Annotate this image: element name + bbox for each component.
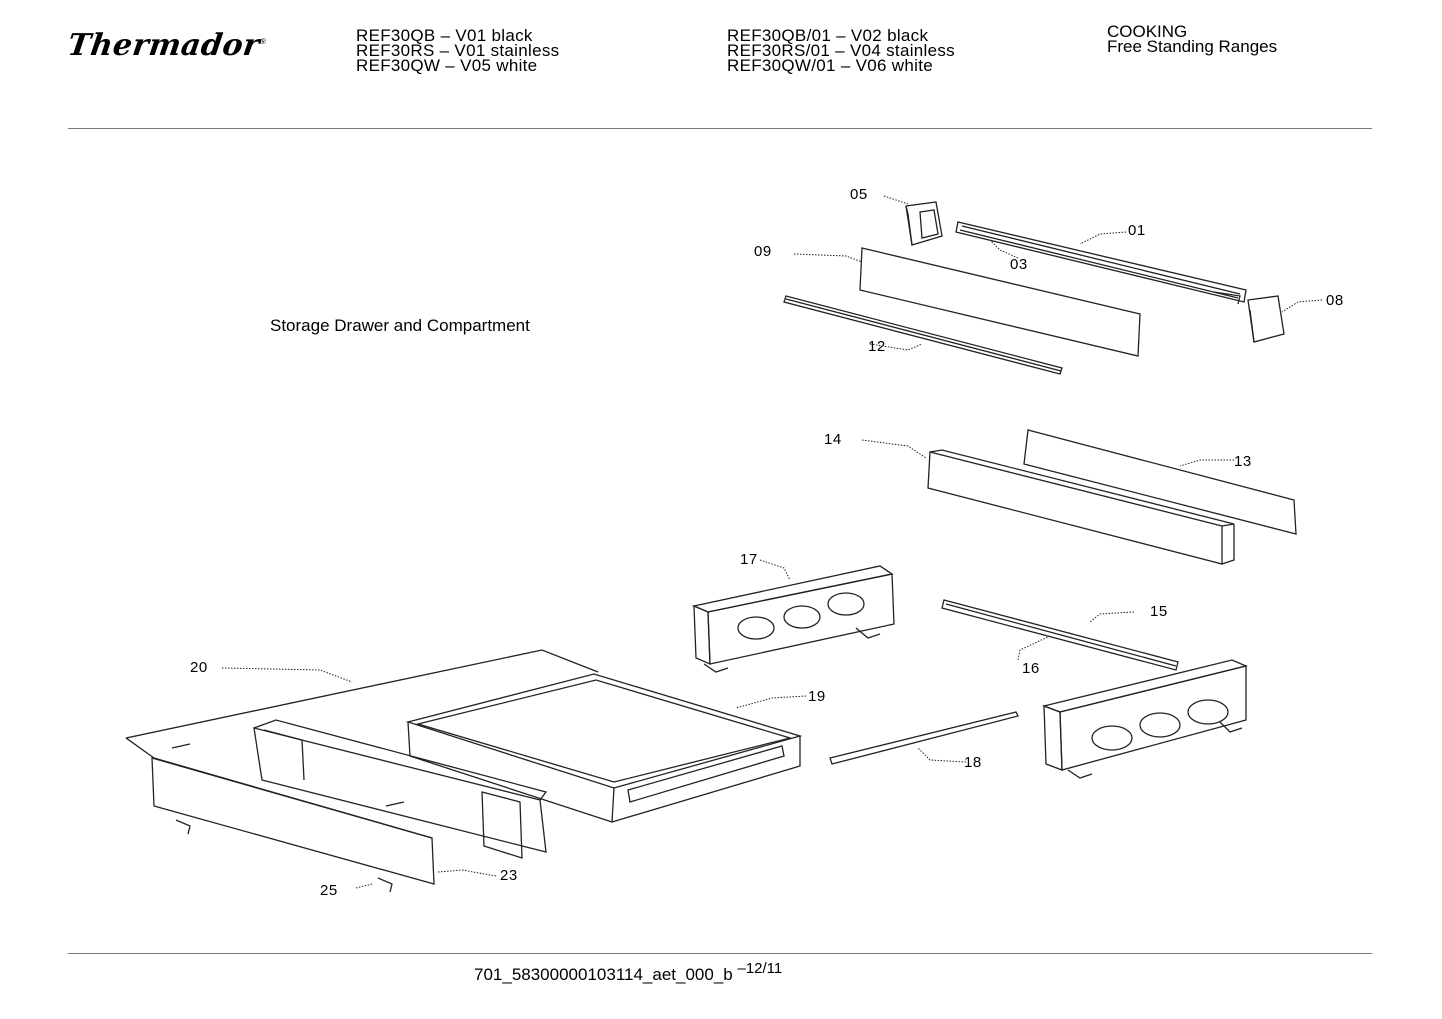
part-09-panel: [859, 247, 1141, 357]
model-line: REF30RS/01 – V04 stainless: [727, 41, 955, 60]
leader-lines: [221, 195, 1323, 889]
part-19-drawer: [405, 673, 803, 823]
part-17-side-frame: [691, 565, 895, 673]
callout-08: 08: [1326, 292, 1344, 309]
callout-01: 01: [1128, 222, 1146, 239]
category-label: COOKING Free Standing Ranges: [1107, 22, 1278, 56]
callout-15: 15: [1150, 603, 1168, 620]
part-05-bracket: [905, 201, 943, 246]
part-20-base-panel: [125, 649, 599, 839]
part-18-strip: [829, 711, 1019, 765]
part-13-bar: [1023, 429, 1297, 535]
callout-14: 14: [824, 431, 842, 448]
header-divider: [68, 128, 1372, 129]
part-12-strip: [783, 295, 1063, 375]
callout-09: 09: [754, 243, 772, 260]
callout-17: 17: [740, 551, 758, 568]
part-14-bar: [927, 449, 1235, 565]
model-line: REF30QB – V01 black: [356, 26, 533, 45]
diagram-title: Storage Drawer and Compartment: [270, 316, 530, 335]
callout-20: 20: [190, 659, 208, 676]
callout-18: 18: [964, 754, 982, 771]
callout-12: 12: [868, 338, 886, 355]
callout-13: 13: [1234, 453, 1252, 470]
revision-date: –12/11: [737, 960, 783, 977]
part-08-bracket: [1247, 295, 1285, 343]
category-line: Free Standing Ranges: [1107, 37, 1278, 56]
document-number: 701_58300000103114_aet_000_b: [474, 965, 733, 984]
callout-19: 19: [808, 688, 826, 705]
callout-16: 16: [1022, 660, 1040, 677]
part-25-feet: [175, 819, 393, 893]
right-side-frame: [1041, 659, 1249, 779]
model-list-right: REF30QB/01 – V02 black REF30RS/01 – V04 …: [727, 26, 955, 75]
model-line: REF30QB/01 – V02 black: [727, 26, 929, 45]
part-23-kick-panel: [151, 743, 435, 885]
model-line: REF30RS – V01 stainless: [356, 41, 560, 60]
callout-03: 03: [1010, 256, 1028, 273]
support-frame: [253, 719, 548, 859]
model-line: REF30QW/01 – V06 white: [727, 56, 933, 75]
callout-05: 05: [850, 186, 868, 203]
model-list-left: REF30QB – V01 black REF30RS – V01 stainl…: [356, 26, 560, 75]
part-01-trim-strip: [955, 221, 1247, 305]
part-15-rail: [941, 599, 1179, 671]
callout-23: 23: [500, 867, 518, 884]
model-line: REF30QW – V05 white: [356, 56, 538, 75]
callout-25: 25: [320, 882, 338, 899]
footer-divider: [68, 953, 1372, 954]
category-line: COOKING: [1107, 22, 1188, 41]
footer-doc-id: 701_58300000103114_aet_000_b –12/11: [474, 960, 782, 985]
